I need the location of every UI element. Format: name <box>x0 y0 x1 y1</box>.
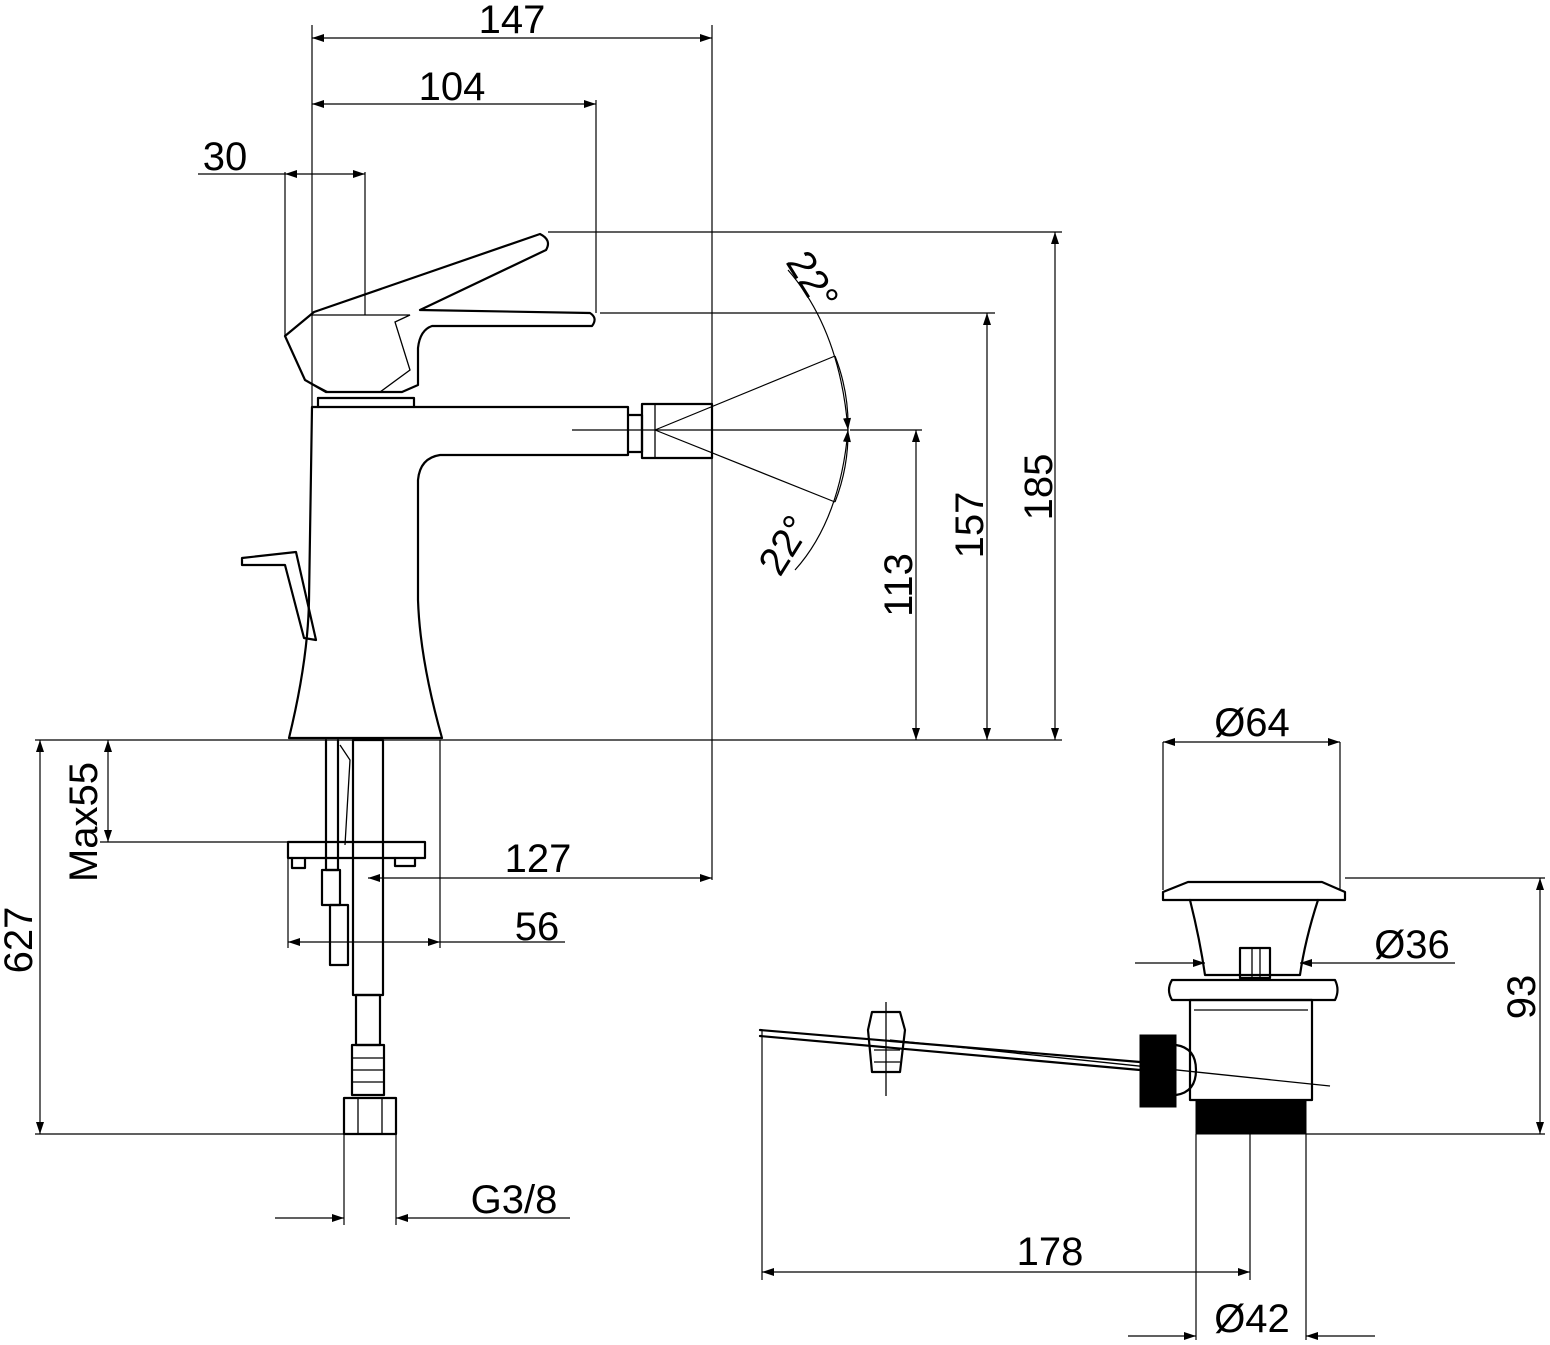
dim-label-diameter-42: Ø42 <box>1214 1297 1290 1341</box>
dim-label-angle-down: 22° <box>750 508 819 583</box>
dim-label-diameter-64: Ø64 <box>1214 701 1290 745</box>
dimension-lines-faucet <box>35 25 1062 1225</box>
pop-up-rod-lever <box>240 550 318 642</box>
dim-label-104: 104 <box>419 65 486 109</box>
dim-label-147: 147 <box>479 0 546 42</box>
dimension-lines-waste <box>761 738 1545 1340</box>
dim-label-627: 627 <box>0 907 41 974</box>
dim-label-56: 56 <box>515 905 560 949</box>
mounting-hardware <box>286 738 427 1136</box>
dim-label-185: 185 <box>1017 454 1061 521</box>
dim-label-113: 113 <box>877 553 921 617</box>
spray-angle-lines <box>572 269 852 571</box>
dim-label-angle-up: 22° <box>777 243 846 318</box>
dim-label-diameter-36: Ø36 <box>1374 923 1450 967</box>
dim-label-93: 93 <box>1500 975 1544 1020</box>
faucet-body-outline <box>287 396 714 740</box>
dim-label-30: 30 <box>203 135 248 179</box>
dim-label-max55: Max55 <box>62 762 106 882</box>
dim-label-157: 157 <box>948 492 992 559</box>
lever-handle <box>283 232 596 394</box>
pop-up-waste-drawing <box>758 880 1347 1135</box>
dim-label-thread: G3/8 <box>471 1178 558 1222</box>
dim-label-178: 178 <box>1017 1230 1084 1274</box>
dim-label-127: 127 <box>505 837 572 881</box>
